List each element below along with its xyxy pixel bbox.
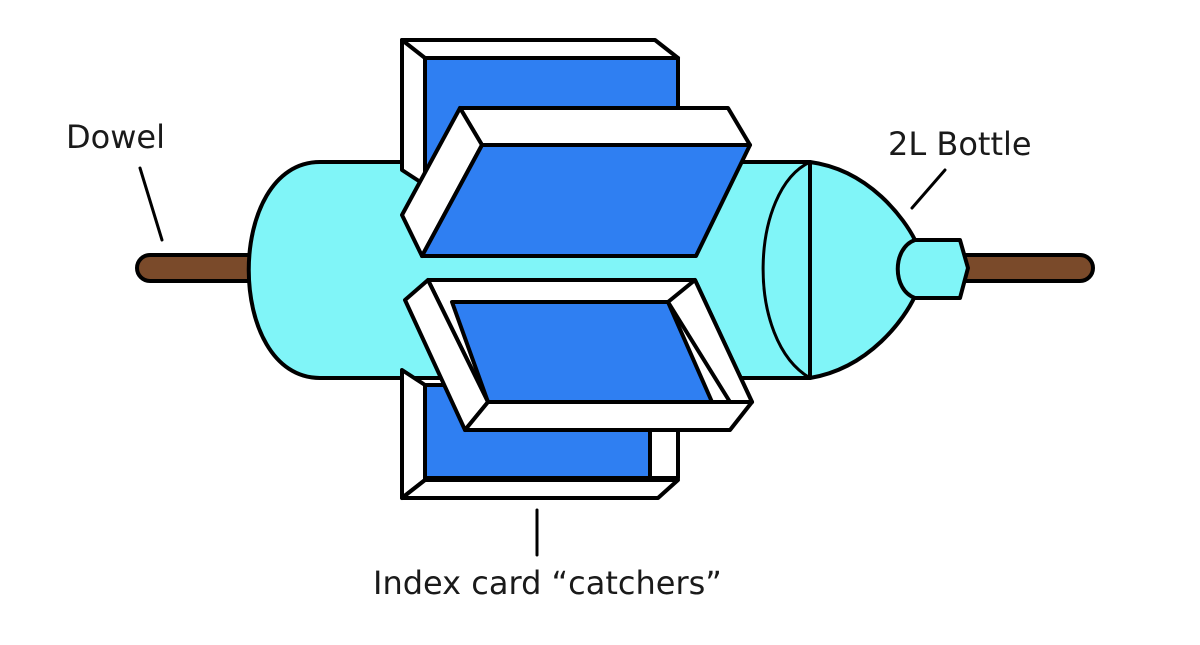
bottle-label: 2L Bottle bbox=[888, 125, 1032, 163]
index-card-catcher-front-bottom bbox=[403, 278, 754, 432]
catchers-label: Index card “catchers” bbox=[373, 564, 722, 602]
index-card-catcher-front-top bbox=[400, 106, 752, 258]
dowel-label: Dowel bbox=[66, 118, 165, 156]
bottle-leader-line bbox=[910, 168, 947, 210]
dowel-leader-line bbox=[138, 166, 164, 242]
bottle-neck bbox=[895, 238, 970, 300]
